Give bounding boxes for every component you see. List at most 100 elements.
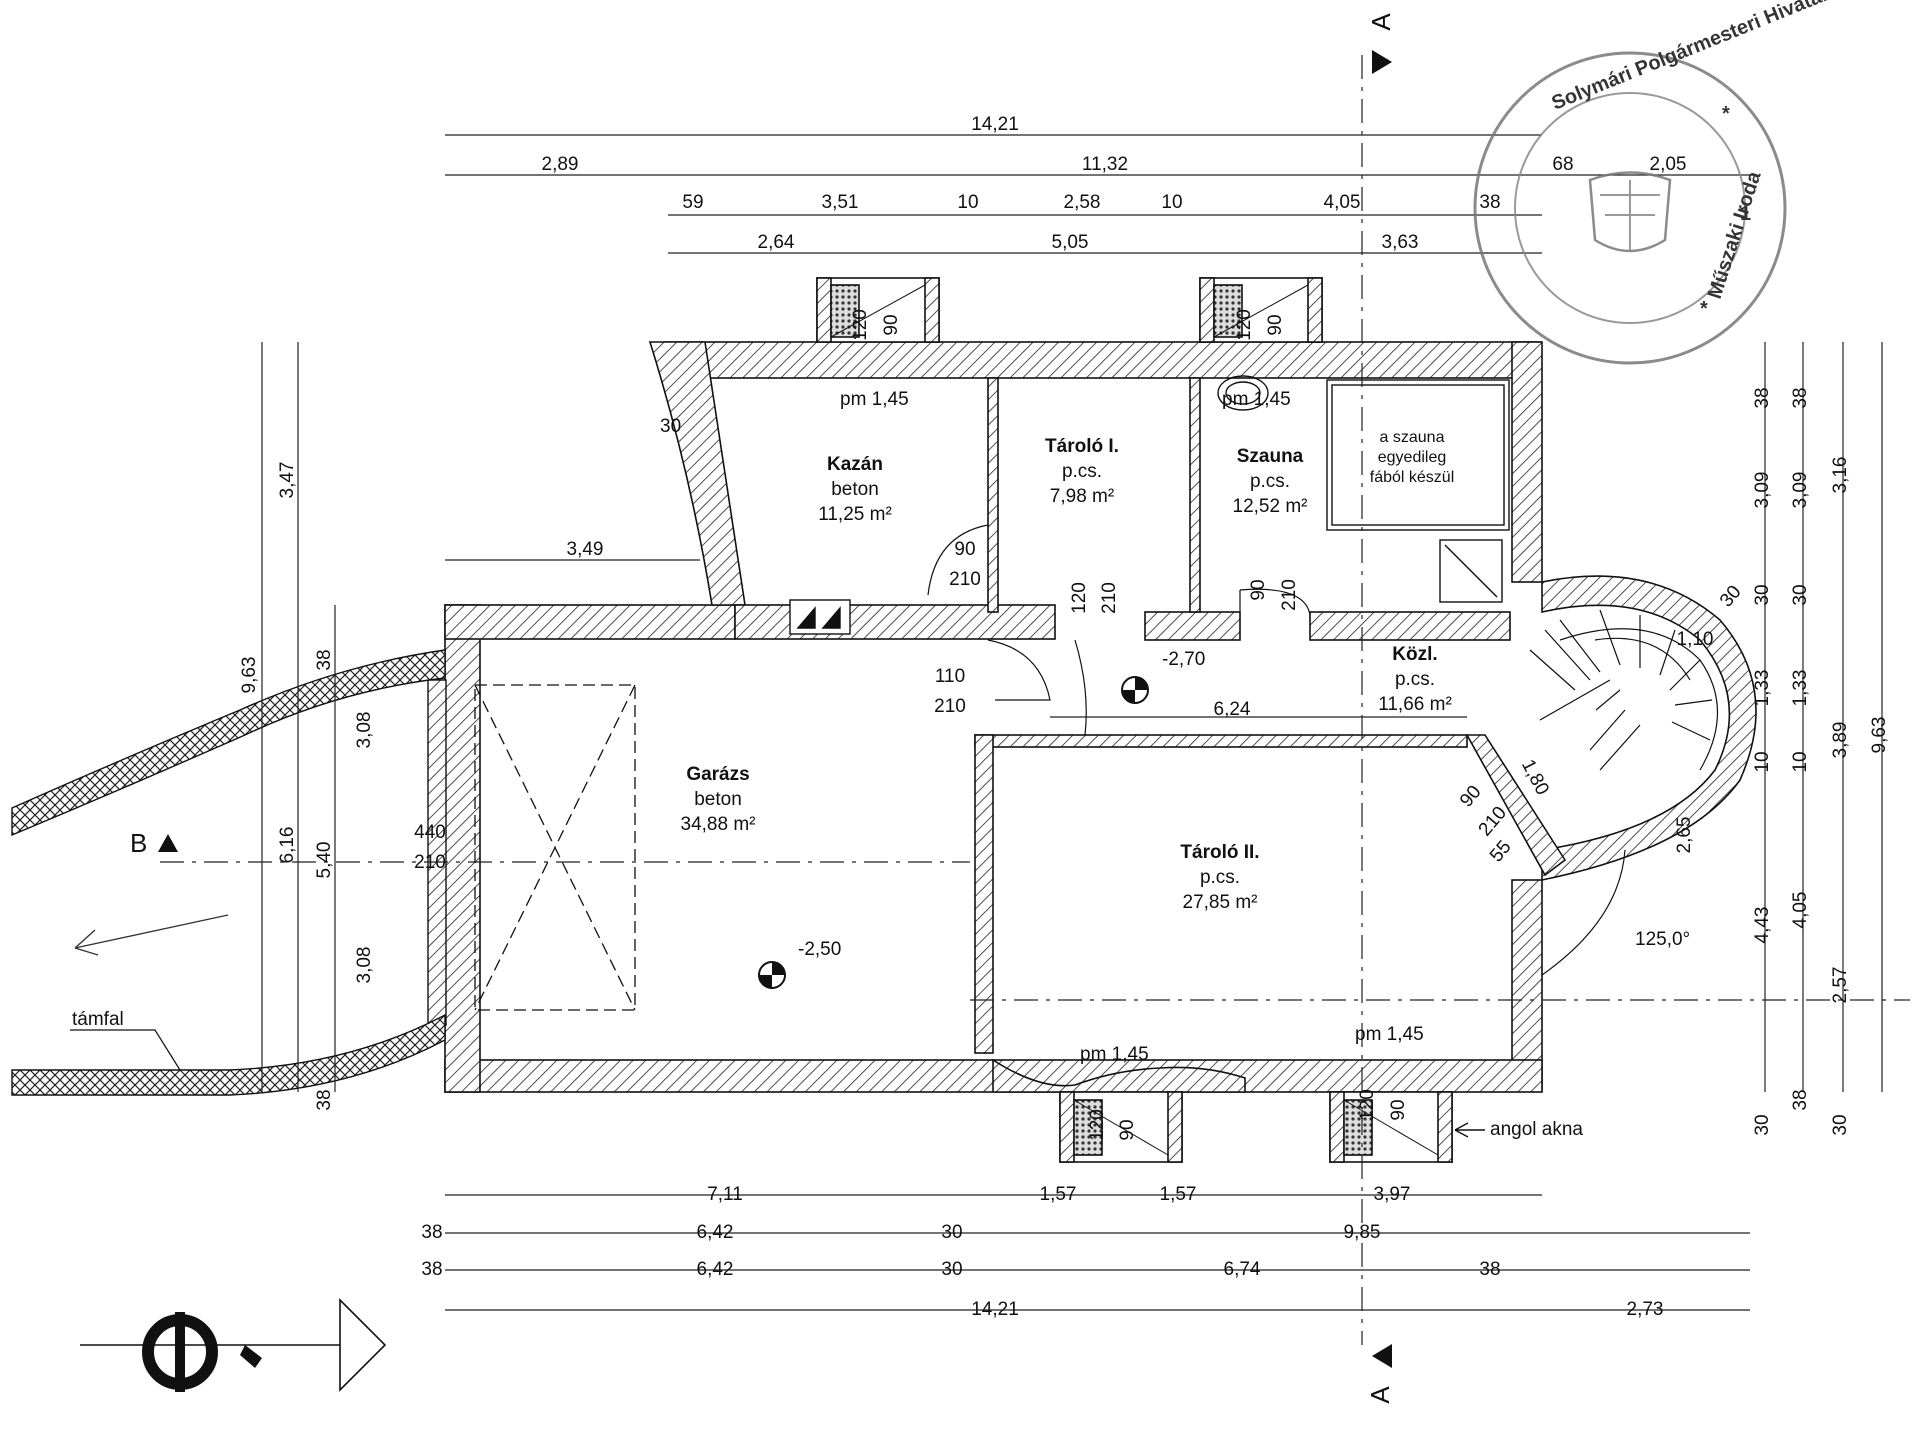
dim-label: 440: [414, 822, 446, 843]
dim-label: 30: [1716, 582, 1746, 612]
dim-label: 38: [314, 649, 335, 670]
dim-label: 3,09: [1790, 472, 1811, 509]
section-a-top: A: [1366, 13, 1396, 31]
dim-label: 3,47: [277, 462, 298, 499]
walls: [444, 341, 1757, 1093]
dims-openings: 30 120 90 120 90 90 210 120 210 90 210 1…: [414, 309, 1745, 1141]
room-floor: p.cs.: [1395, 669, 1435, 690]
dim-label: 55: [1486, 837, 1516, 867]
label-tamfal: támfal: [72, 1009, 124, 1030]
level-pm-bottom-right: pm 1,45: [1355, 1024, 1424, 1045]
dim-label: 9,63: [239, 657, 260, 694]
door-swings: [927, 524, 1626, 976]
room-name: Közl.: [1392, 644, 1437, 665]
room-kazan: Kazán beton 11,25 m²: [818, 454, 892, 525]
dim-label: 2,58: [1064, 192, 1101, 213]
dim-label: 11,32: [1082, 154, 1128, 175]
dim-label: 3,08: [354, 712, 375, 749]
dim-label: 9,63: [1869, 717, 1890, 754]
room-name: Kazán: [827, 454, 883, 475]
section-b: B: [130, 828, 147, 858]
room-garazs: Garázs beton 34,88 m²: [681, 764, 756, 835]
sauna-note-line: egyedileg: [1378, 449, 1447, 466]
dim-label: 14,21: [971, 1299, 1019, 1320]
stamp-star-2: *: [1700, 298, 1708, 320]
dim-label: 3,09: [1752, 472, 1773, 509]
dim-label: 3,16: [1830, 457, 1851, 494]
dim-label: 38: [421, 1259, 442, 1280]
dim-label: 4,05: [1790, 892, 1811, 929]
dim-label: 30: [660, 416, 681, 437]
room-name: Tároló II.: [1180, 842, 1259, 863]
dim-label: 38: [1479, 192, 1500, 213]
dim-label: 30: [1830, 1114, 1851, 1135]
dim-label: 6,24: [1214, 699, 1251, 720]
room-floor: beton: [831, 479, 879, 500]
dim-label: 7,11: [707, 1184, 743, 1205]
dim-label: 120: [1069, 582, 1090, 614]
dim-label: 4,43: [1752, 907, 1773, 944]
dim-label: 90: [1248, 579, 1269, 600]
dim-label: 10: [957, 192, 978, 213]
dims-bottom: 7,11 1,57 1,57 3,97 38 6,42 30 9,85 38 6…: [421, 1184, 1663, 1320]
dim-label: 210: [934, 696, 966, 717]
dim-label: 38: [314, 1089, 335, 1110]
dim-label: 1,33: [1790, 670, 1811, 707]
dim-label: 30: [1752, 1114, 1773, 1135]
dim-label: 38: [421, 1222, 442, 1243]
dim-label: 210: [1475, 803, 1511, 841]
room-area: 11,25 m²: [818, 504, 892, 525]
dim-label: 6,16: [277, 827, 298, 864]
section-a-bottom: A: [1365, 1386, 1395, 1404]
spiral-stair: [1529, 609, 1719, 771]
sauna-note-line: fából készül: [1370, 469, 1455, 486]
dim-label: 210: [414, 852, 446, 873]
dim-label: 1,57: [1160, 1184, 1197, 1205]
stamp-star-1: *: [1722, 103, 1730, 125]
dim-label: 120: [1234, 309, 1255, 341]
dim-label: 90: [1388, 1099, 1409, 1120]
dim-label: 6,42: [697, 1222, 734, 1243]
room-tarolo-2: Tároló II. p.cs. 27,85 m²: [1180, 842, 1259, 913]
dim-label: 90: [1117, 1119, 1138, 1140]
dim-label: 120: [1087, 1109, 1108, 1141]
sauna-note: a szauna egyedileg fából készül: [1370, 429, 1455, 486]
room-floor: p.cs.: [1062, 461, 1102, 482]
dim-label: 4,05: [1324, 192, 1361, 213]
dim-label: 38: [1479, 1259, 1500, 1280]
room-name: Szauna: [1237, 446, 1304, 467]
level-pm-kazan: pm 1,45: [840, 389, 909, 410]
dim-label: 1,57: [1040, 1184, 1077, 1205]
section-lines: [160, 55, 1910, 1345]
dim-label: 38: [1790, 387, 1811, 408]
stamp-inner-text: Műszaki Iroda: [1704, 168, 1766, 301]
room-floor: p.cs.: [1250, 471, 1290, 492]
section-markers: A A B: [130, 13, 1396, 1404]
room-floor: beton: [694, 789, 742, 810]
dim-label: 9,85: [1344, 1222, 1381, 1243]
dim-label: 6,42: [697, 1259, 734, 1280]
room-tarolo-1: Tároló I. p.cs. 7,98 m²: [1045, 436, 1119, 507]
dim-label: 38: [1752, 387, 1773, 408]
dim-label: 3,63: [1382, 232, 1419, 253]
level-corridor: -2,70: [1162, 649, 1205, 670]
level-labels: pm 1,45 pm 1,45 pm 1,45 pm 1,45 -2,70 -2…: [798, 389, 1424, 1065]
dim-label: 30: [941, 1259, 962, 1280]
level-pm-bottom-left: pm 1,45: [1080, 1044, 1149, 1065]
level-markers: [758, 676, 1149, 989]
dim-label: 110: [935, 666, 965, 687]
dim-label: 90: [881, 314, 902, 335]
dim-label: 30: [941, 1222, 962, 1243]
room-area: 34,88 m²: [681, 814, 756, 835]
room-szauna: Szauna p.cs. 12,52 m²: [1233, 446, 1308, 517]
dim-label: 6,74: [1224, 1259, 1261, 1280]
dim-label: 90: [1456, 782, 1486, 812]
dim-label: 10: [1161, 192, 1182, 213]
light-well-top-2: [1199, 277, 1323, 343]
dim-label: 10: [1752, 751, 1773, 772]
room-area: 11,66 m²: [1378, 694, 1452, 715]
dim-label: 2,65: [1674, 817, 1695, 854]
dim-label: 5,40: [314, 842, 335, 879]
dim-label: 210: [949, 569, 981, 590]
